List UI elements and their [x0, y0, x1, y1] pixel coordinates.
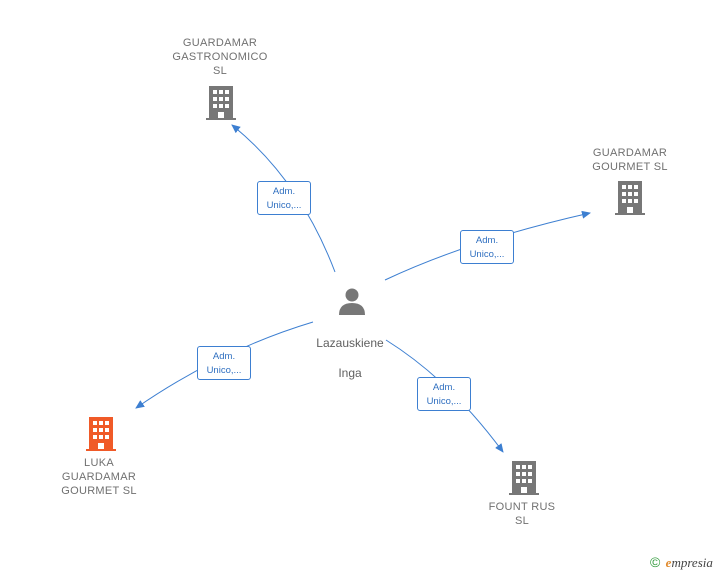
copyright-icon: ©	[650, 554, 661, 570]
building-icon[interactable]	[509, 461, 539, 495]
company-label-gourmet[interactable]: GUARDAMAR GOURMET SL	[592, 147, 668, 173]
edge-label-gourmet[interactable]: Adm. Unico,...	[460, 230, 514, 264]
edge-label-fount[interactable]: Adm. Unico,...	[417, 377, 471, 411]
edge-label-role: Adm.	[272, 186, 296, 197]
person-name[interactable]: Lazauskiene Inga	[300, 321, 400, 381]
edge-label-detail: Unico,...	[266, 200, 302, 211]
building-icon[interactable]	[86, 417, 116, 451]
building-icon[interactable]	[206, 86, 236, 120]
edge-label-role: Adm.	[432, 382, 456, 393]
brand-watermark: © empresia	[650, 554, 713, 571]
person-name-line1: Lazauskiene	[316, 336, 384, 350]
company-label-fount[interactable]: FOUNT RUS SL	[488, 501, 556, 527]
edge-label-role: Adm.	[475, 235, 499, 246]
brand-logo-rest: mpresia	[671, 555, 713, 570]
edge-label-detail: Unico,...	[426, 396, 462, 407]
company-label-gastronomico[interactable]: GUARDAMAR GASTRONOMICO SL	[172, 37, 268, 77]
edge-label-detail: Unico,...	[206, 365, 242, 376]
edge-label-gastronomico[interactable]: Adm. Unico,...	[257, 181, 311, 215]
brand-logo-initial: e	[665, 555, 672, 570]
building-icon[interactable]	[615, 181, 645, 215]
person-name-line2: Inga	[338, 366, 362, 380]
company-label-luka[interactable]: LUKA GUARDAMAR GOURMET SL	[61, 457, 137, 497]
edge-label-role: Adm.	[212, 351, 236, 362]
person-icon[interactable]	[337, 286, 367, 316]
edge-label-luka[interactable]: Adm. Unico,...	[197, 346, 251, 380]
brand-logo: empresia	[666, 555, 713, 570]
edge-label-detail: Unico,...	[469, 249, 505, 260]
